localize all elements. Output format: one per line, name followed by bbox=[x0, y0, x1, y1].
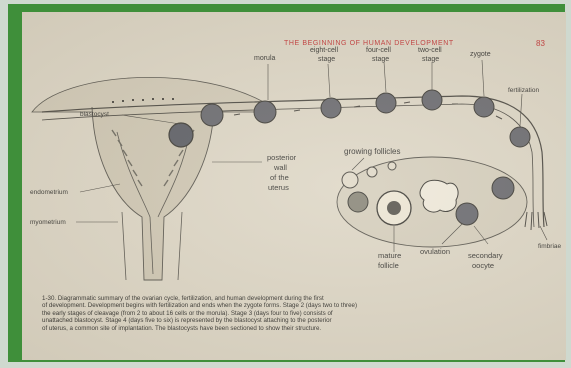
label-posterior: posterior bbox=[267, 153, 297, 162]
implanting-blastocyst bbox=[169, 123, 193, 147]
label-wall: wall bbox=[273, 163, 287, 172]
growing-follicle bbox=[367, 167, 377, 177]
label-eight-cell: eight-cell bbox=[310, 47, 338, 54]
growing-follicle bbox=[388, 162, 396, 170]
caption-line: of uterus, a common site of implantation… bbox=[42, 325, 558, 332]
caption-line: unattached blastocyst. Stage 4 (days fiv… bbox=[42, 317, 558, 324]
fertilization-cell bbox=[510, 127, 530, 147]
caption-line: the early stages of cleavage (from 2 to … bbox=[42, 310, 558, 317]
green-mat-border: THE BEGINNING OF HUMAN DEVELOPMENT 83 bbox=[8, 4, 565, 362]
uterus-outline bbox=[32, 77, 272, 112]
label-secondary: secondary bbox=[468, 251, 503, 260]
label-ovulation: ovulation bbox=[420, 247, 450, 256]
label-two-cell: two-cell bbox=[418, 47, 442, 54]
label-morula: morula bbox=[254, 55, 276, 62]
label-mature: mature bbox=[378, 251, 401, 260]
morula-cell bbox=[254, 101, 276, 123]
uterus-body bbox=[92, 107, 214, 280]
label-two-cell-stage: stage bbox=[422, 56, 439, 63]
label-of-the: of the bbox=[270, 173, 289, 182]
label-growing-follicles: growing follicles bbox=[344, 147, 400, 156]
figure-caption: 1-30. Diagrammatic summary of the ovaria… bbox=[42, 295, 558, 332]
label-fimbriae: fimbriae bbox=[538, 243, 562, 250]
zygote-cell bbox=[474, 97, 494, 117]
textbook-page: THE BEGINNING OF HUMAN DEVELOPMENT 83 bbox=[22, 12, 566, 360]
label-oocyte: oocyte bbox=[472, 261, 494, 270]
growing-follicle bbox=[348, 192, 368, 212]
two-cell-embryo bbox=[422, 90, 442, 110]
eight-cell-embryo bbox=[321, 98, 341, 118]
label-eight-cell-stage: stage bbox=[318, 56, 335, 63]
label-four-cell-stage: stage bbox=[372, 56, 389, 63]
label-four-cell: four-cell bbox=[366, 47, 391, 54]
blastocyst-cell bbox=[201, 104, 223, 126]
caption-line: 1-30. Diagrammatic summary of the ovaria… bbox=[42, 295, 558, 302]
ovulated-oocyte bbox=[456, 203, 478, 225]
four-cell-embryo bbox=[376, 93, 396, 113]
label-fertilization: fertilization bbox=[508, 87, 539, 94]
label-myometrium: myometrium bbox=[30, 219, 66, 226]
secondary-oocyte-cell bbox=[492, 177, 514, 199]
label-uterus: uterus bbox=[268, 183, 289, 192]
label-endometrium: endometrium bbox=[30, 189, 68, 196]
growing-follicle bbox=[342, 172, 358, 188]
label-zygote: zygote bbox=[470, 51, 491, 58]
caption-line: of development. Development begins with … bbox=[42, 302, 558, 309]
corpus-luteum bbox=[420, 180, 458, 212]
mature-follicle-oocyte bbox=[387, 201, 401, 215]
label-follicle: follicle bbox=[378, 261, 399, 270]
label-blastocyst: blastocyst bbox=[80, 111, 109, 118]
